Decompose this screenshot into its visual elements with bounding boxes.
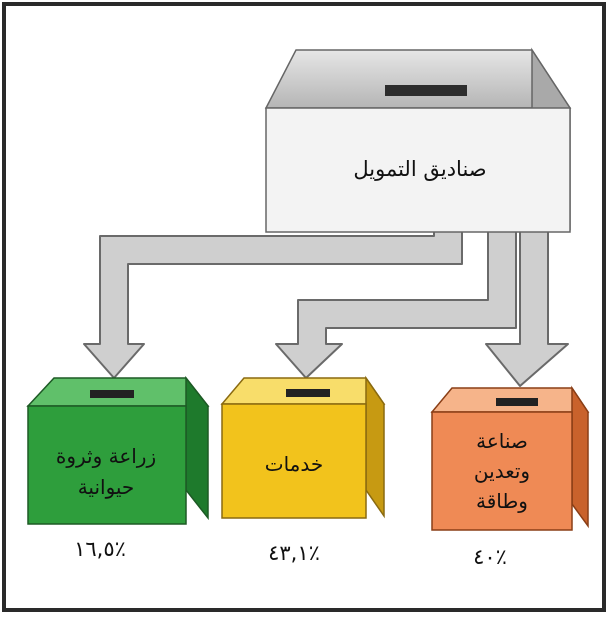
- arrow-to-industry: [485, 227, 569, 387]
- arrow-to-agriculture: [83, 227, 463, 379]
- industry-label-line-1: صناعة: [476, 429, 528, 453]
- funding-box: صناديق التمويل: [264, 47, 572, 233]
- agriculture-box: زراعة وثروة حيوانية: [26, 375, 210, 525]
- industry-box: صناعة وتعدين وطاقة: [430, 385, 590, 531]
- industry-label-line-2: وتعدين: [474, 459, 530, 483]
- distribution-arrows: [83, 227, 569, 387]
- agriculture-label-line-1: زراعة وثروة: [56, 444, 156, 468]
- agriculture-percent: ٪١٦,٥: [74, 537, 126, 561]
- coin-slot: [286, 389, 330, 397]
- funding-box-label: صناديق التمويل: [353, 157, 486, 181]
- agriculture-label-line-2: حيوانية: [78, 475, 135, 499]
- coin-slot: [385, 85, 467, 96]
- services-box: خدمات: [220, 375, 386, 519]
- services-label: خدمات: [265, 452, 324, 476]
- arrow-to-services: [275, 227, 517, 379]
- services-percent: ٪٤٣,١: [268, 541, 320, 565]
- coin-slot: [90, 390, 134, 398]
- industry-percent: ٪٤٠: [473, 545, 507, 569]
- industry-label-line-3: وطاقة: [476, 489, 528, 513]
- coin-slot: [496, 398, 538, 406]
